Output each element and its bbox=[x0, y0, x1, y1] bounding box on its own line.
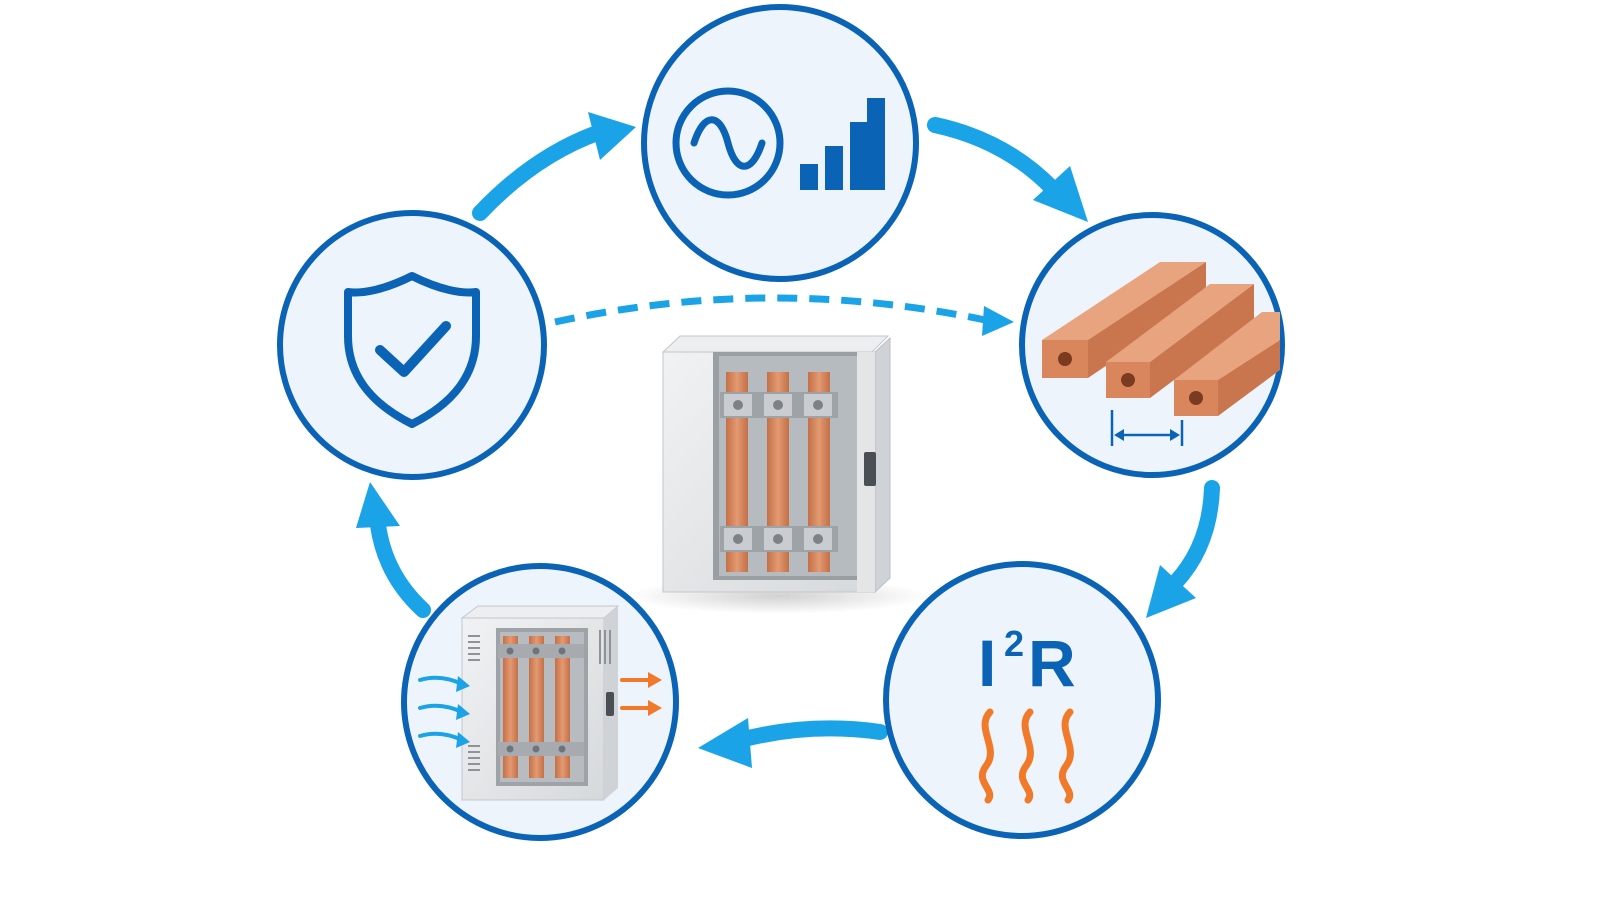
cycle-arrows bbox=[356, 112, 1220, 768]
dashed-arrow-protection-to-busbars bbox=[554, 294, 1014, 336]
formula-suffix: R bbox=[1028, 626, 1076, 700]
sine-wave-and-signal-bars-icon bbox=[672, 87, 885, 199]
ventilated-cabinet-icon bbox=[418, 605, 662, 801]
arrow-heating-to-enclosure bbox=[698, 718, 888, 768]
arrow-signal-to-busbars bbox=[927, 117, 1088, 222]
heat-waves-icon bbox=[978, 708, 1074, 804]
formula-base: I bbox=[978, 626, 996, 700]
i2r-heat-icon: I 2 R bbox=[978, 623, 1076, 804]
node-ventilated-enclosure bbox=[401, 563, 679, 841]
node-busbars bbox=[1019, 212, 1285, 478]
formula-exponent: 2 bbox=[1004, 623, 1024, 664]
node-protection bbox=[277, 210, 547, 480]
arrow-protection-to-signal bbox=[472, 112, 636, 221]
copper-busbars-spacing-icon bbox=[1042, 262, 1280, 446]
arrow-enclosure-to-protection bbox=[356, 482, 431, 618]
arrow-busbars-to-heating bbox=[1146, 480, 1220, 618]
node-ac-signal bbox=[641, 4, 919, 282]
hot-air-out-icon bbox=[620, 678, 652, 710]
switchgear-cabinet-icon bbox=[628, 335, 928, 614]
shield-check-icon bbox=[344, 272, 480, 428]
node-heating: I 2 R bbox=[883, 561, 1161, 839]
